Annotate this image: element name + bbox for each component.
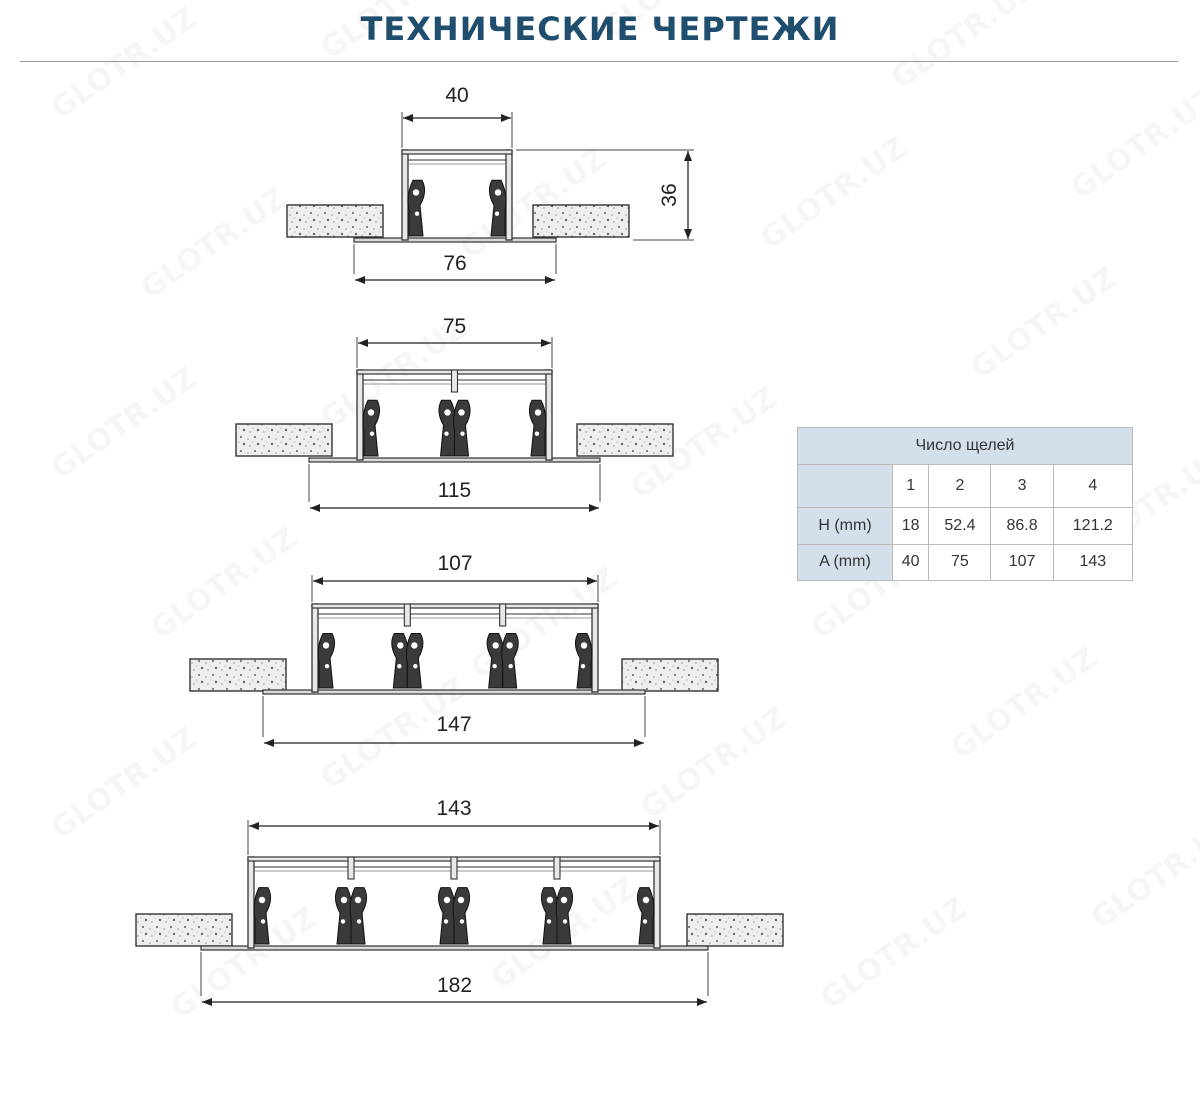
watermark-text: GLOTR.UZ — [595, 0, 754, 47]
top-dimension-label: 107 — [437, 552, 472, 575]
watermark-text: GLOTR.UZ — [465, 560, 624, 686]
watermark-text: GLOTR.UZ — [455, 140, 614, 266]
height-dimension-label: 36 — [658, 183, 681, 206]
table-cell: 18 — [891, 507, 930, 545]
slab-left — [235, 423, 333, 457]
slab-right — [686, 913, 784, 947]
clip-profile — [437, 887, 456, 945]
slab-left — [286, 204, 384, 238]
clip-profile — [317, 632, 336, 689]
profile-wall-right — [591, 603, 599, 693]
slab-left — [189, 658, 287, 692]
watermark-text: GLOTR.UZ — [135, 180, 294, 306]
clip-profile — [636, 887, 655, 945]
watermark-text: GLOTR.UZ — [815, 890, 974, 1016]
base-dimension-label: 182 — [437, 974, 472, 997]
profile-wall-right — [505, 149, 513, 241]
base-dimension-label: 147 — [436, 713, 471, 736]
slot-divider — [347, 856, 355, 880]
table-corner-cell — [797, 464, 893, 509]
slab-right — [621, 658, 719, 692]
table-header: Число щелей — [797, 426, 1133, 466]
clip-profile — [405, 632, 424, 689]
watermark-text: GLOTR.UZ — [1065, 80, 1200, 206]
watermark-text: GLOTR.UZ — [145, 520, 304, 646]
clip-profile — [438, 399, 456, 457]
table-column-header: 1 — [891, 464, 930, 509]
clip-profile — [452, 887, 471, 945]
table-column-header: 2 — [928, 464, 992, 509]
slab-right — [532, 204, 630, 238]
profile-wall-left — [401, 149, 409, 241]
clip-profile — [501, 632, 519, 689]
watermark-text: GLOTR.UZ — [45, 720, 204, 846]
clip-profile — [349, 887, 368, 945]
top-dimension-label: 75 — [443, 315, 466, 338]
table-column-header: 3 — [990, 464, 1054, 509]
clip-profile — [253, 887, 272, 945]
slot-divider — [553, 856, 561, 880]
watermark-text: GLOTR.UZ — [45, 360, 204, 486]
watermark-text: GLOTR.UZ — [755, 130, 914, 256]
slot-spec-table: Число щелей 1 2 3 4 H (mm) 18 52.4 86.8 … — [797, 426, 1134, 582]
table-row: A (mm) 40 75 107 143 — [797, 543, 1134, 582]
clip-profile — [407, 179, 426, 237]
table-cell: 52.4 — [928, 507, 992, 545]
watermark-text: GLOTR.UZ — [965, 260, 1124, 386]
watermark-text: GLOTR.UZ — [45, 0, 204, 126]
watermark-text: GLOTR.UZ — [635, 700, 794, 826]
table-column-row: 1 2 3 4 — [797, 464, 1134, 509]
top-dimension-label: 40 — [445, 84, 468, 107]
clip-profile — [574, 632, 593, 689]
clip-profile — [528, 399, 547, 457]
table-row: H (mm) 18 52.4 86.8 121.2 — [797, 507, 1134, 545]
base-dimension-label: 76 — [443, 252, 466, 275]
slab-right — [576, 423, 674, 457]
table-cell: 75 — [928, 543, 992, 582]
watermark-text: GLOTR.UZ — [315, 0, 474, 67]
table-cell: 86.8 — [990, 507, 1054, 545]
clip-profile — [391, 632, 409, 689]
top-dimension-label: 143 — [436, 797, 471, 820]
table-cell: 121.2 — [1052, 507, 1134, 545]
slot-divider — [450, 856, 458, 880]
clip-profile — [362, 399, 381, 457]
clip-profile — [540, 887, 559, 945]
slot-divider — [499, 603, 507, 627]
title-divider — [20, 61, 1178, 62]
profile-wall-right — [653, 856, 661, 949]
table-row-label: A (mm) — [797, 543, 893, 582]
clip-profile — [488, 179, 507, 237]
table-cell: 143 — [1052, 543, 1134, 582]
clip-profile — [453, 399, 471, 457]
base-flange — [200, 945, 709, 951]
watermark-text: GLOTR.UZ — [945, 640, 1104, 766]
slab-left — [135, 913, 233, 947]
base-flange — [353, 237, 557, 243]
watermark-text: GLOTR.UZ — [885, 0, 1044, 97]
profile-wall-left — [311, 603, 319, 693]
watermark-text: GLOTR.UZ — [1085, 810, 1200, 936]
profile-wall-right — [545, 369, 553, 461]
clip-profile — [486, 632, 505, 689]
profile-wall-left — [247, 856, 255, 949]
base-flange — [308, 457, 601, 463]
profile-top-frame — [401, 149, 513, 155]
table-column-header: 4 — [1052, 464, 1134, 509]
clip-profile — [555, 887, 574, 945]
table-row-label: H (mm) — [797, 507, 893, 545]
profile-top-frame — [311, 603, 599, 609]
slot-divider — [403, 603, 411, 627]
clip-profile — [334, 887, 353, 945]
base-flange — [262, 689, 646, 695]
base-dimension-label: 115 — [438, 479, 471, 502]
table-cell: 107 — [990, 543, 1054, 582]
page-title: ТЕХНИЧЕСКИЕ ЧЕРТЕЖИ — [360, 10, 840, 48]
slot-divider — [450, 369, 459, 393]
profile-wall-left — [356, 369, 364, 461]
table-cell: 40 — [891, 543, 930, 582]
